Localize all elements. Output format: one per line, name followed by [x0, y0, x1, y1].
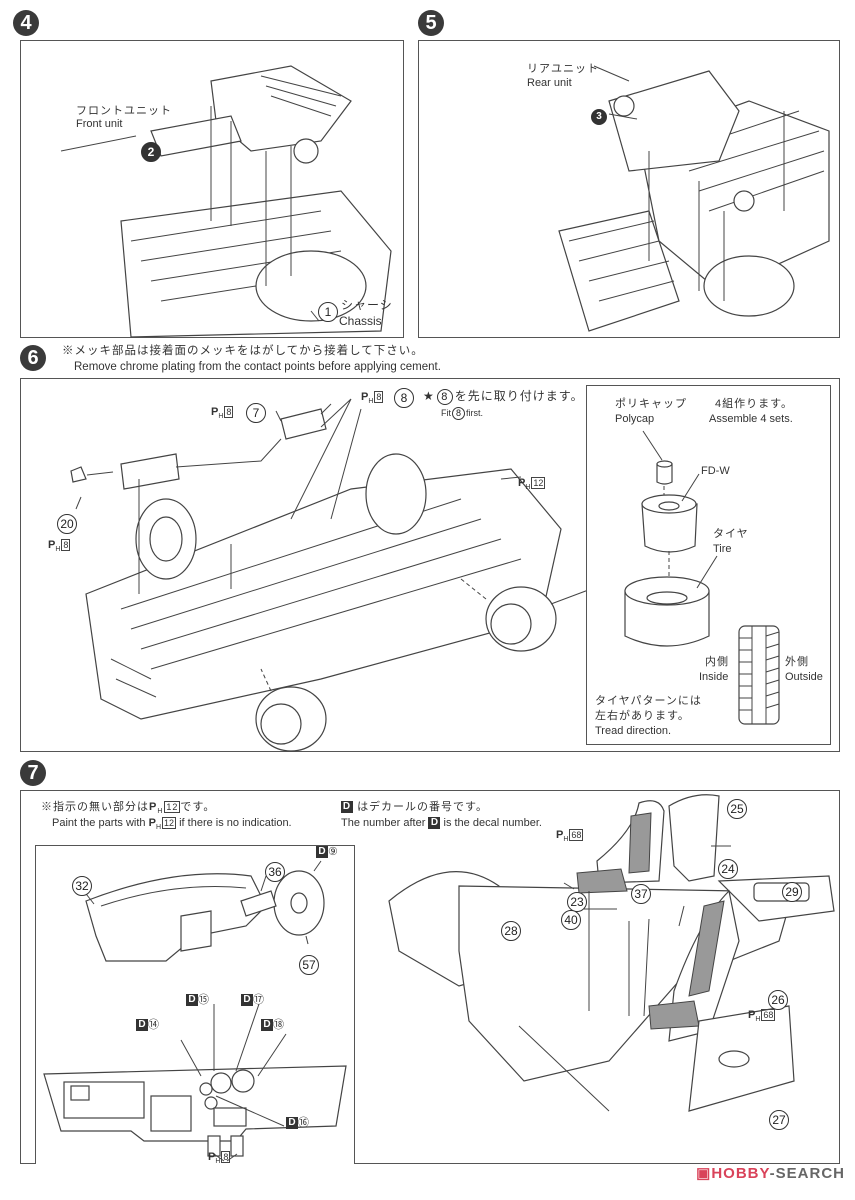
part-2-callout: 2	[141, 142, 161, 162]
hobby-search-watermark: ▣HOBBY-SEARCH	[696, 1165, 845, 1182]
part-40-callout: 40	[561, 910, 581, 930]
tread-note-jp-2: 左右があります。	[595, 710, 690, 722]
rear-unit-label-jp: リアユニット	[527, 63, 599, 75]
underbody-illustration	[70, 398, 592, 752]
part-29-callout: 29	[782, 882, 802, 902]
part-36-callout: 36	[265, 862, 285, 882]
front-unit-label-jp: フロントユニット	[76, 105, 172, 117]
part-27-callout: 27	[769, 1110, 789, 1130]
chassis-label-en: Chassis	[339, 314, 382, 328]
tread-note-jp-1: タイヤパターンには	[595, 695, 702, 707]
part-25-callout: 25	[727, 799, 747, 819]
front-unit-label-en: Front unit	[76, 118, 123, 130]
outside-label-en: Outside	[785, 671, 823, 683]
tire-assembly-illustration	[624, 430, 780, 725]
part-20-callout: 20	[57, 514, 77, 534]
assemble-sets-en: Assemble 4 sets.	[709, 413, 793, 425]
step-4-panel: フロントユニット Front unit 2 1 シャーシ Chassis	[20, 40, 404, 338]
chassis-front-illustration	[60, 65, 392, 338]
part-28-callout: 28	[501, 921, 521, 941]
outside-label-jp: 外側	[785, 656, 809, 668]
hobby-search-logo-icon: ▣	[696, 1165, 712, 1182]
step-5-panel: リアユニット Rear unit 3	[418, 40, 840, 338]
tire-assembly-inset: ポリキャップ Polycap 4組作ります。 Assemble 4 sets. …	[586, 385, 831, 745]
part-1-callout: 1	[318, 302, 338, 322]
step-4-badge: 4	[13, 10, 39, 36]
step-7-badge: 7	[20, 760, 46, 786]
polycap-label-jp: ポリキャップ	[615, 398, 687, 410]
tire-label-en: Tire	[713, 543, 732, 555]
step-7-note2-jp: D はデカールの番号です。	[341, 801, 488, 814]
part-23-callout: 23	[567, 892, 587, 912]
step-7-note2-en: The number after D is the decal number.	[341, 817, 542, 830]
part-7-callout: 7	[246, 403, 266, 423]
part-32-callout: 32	[72, 876, 92, 896]
polycap-label-en: Polycap	[615, 413, 655, 425]
interior-illustration	[388, 794, 835, 1112]
part-26-callout: 26	[768, 990, 788, 1010]
part-24-callout: 24	[718, 859, 738, 879]
step-5-badge: 5	[418, 10, 444, 36]
part-37-callout: 37	[631, 884, 651, 904]
wheel-label: FD-W	[701, 465, 730, 477]
step-6-badge: 6	[20, 345, 46, 371]
rear-unit-label-en: Rear unit	[527, 77, 572, 89]
tread-note-en: Tread direction.	[595, 725, 672, 737]
part-3-callout: 3	[591, 109, 607, 125]
tire-label-jp: タイヤ	[713, 528, 749, 540]
part-8-callout: 8	[394, 388, 414, 408]
step-6-note-en: Remove chrome plating from the contact p…	[74, 361, 441, 373]
dashboard-illustration	[43, 860, 347, 1162]
inside-label-en: Inside	[699, 671, 729, 683]
step-6-note-jp: ※メッキ部品は接着面のメッキをはがしてから接着して下さい。	[62, 345, 424, 357]
assemble-sets-jp: 4組作ります。	[715, 398, 794, 410]
chassis-rear-illustration	[558, 65, 830, 332]
chassis-label-jp: シャーシ	[341, 298, 393, 312]
part-57-callout: 57	[299, 955, 319, 975]
inside-label-jp: 内側	[705, 656, 729, 668]
